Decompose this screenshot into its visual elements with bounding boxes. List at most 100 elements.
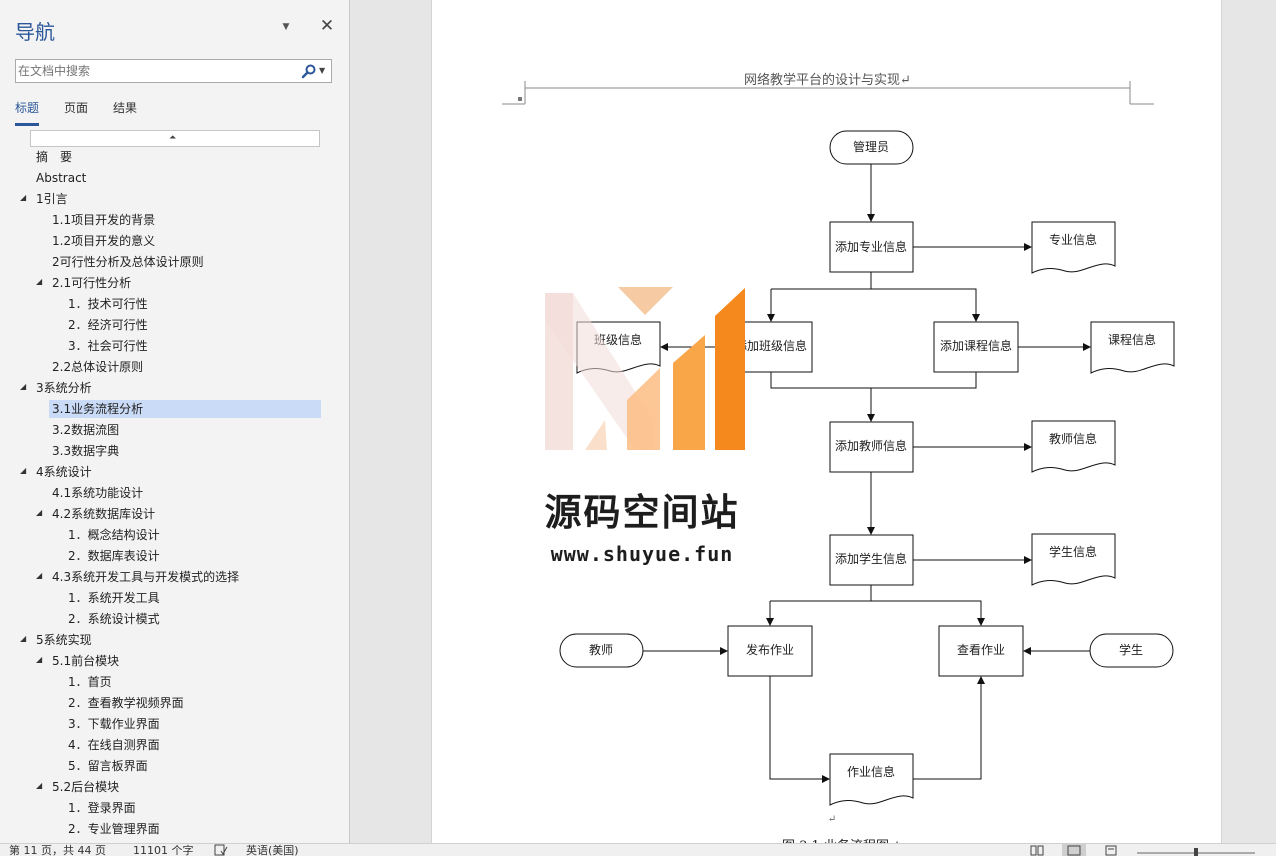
teacher-label: 教师 (589, 642, 613, 657)
figure-caption: 图 3.1 业务流程图↵ (782, 835, 900, 843)
tree-item[interactable]: 3.3数据字典 (0, 441, 349, 460)
student-label: 学生 (1119, 642, 1143, 657)
tree-item-label: 5.2后台模块 (52, 780, 120, 794)
tree-item[interactable]: Abstract (0, 168, 349, 187)
tree-item[interactable]: 2．系统设计模式 (0, 609, 349, 628)
tree-item[interactable]: 1．技术可行性 (0, 294, 349, 313)
tree-item-label: 1.2项目开发的意义 (52, 234, 156, 248)
tree-item-label: 1.1项目开发的背景 (52, 213, 156, 227)
tree-item[interactable]: ◢ 5.2后台模块 (0, 777, 349, 796)
search-icon[interactable] (301, 63, 317, 79)
tree-item[interactable]: 4．在线自测界面 (0, 735, 349, 754)
tree-item[interactable]: 2可行性分析及总体设计原则 (0, 252, 349, 271)
navigation-pane: 导航 ▼ ✕ ▼ 标题 页面 结果 ⏶ 摘 要Abstract◢1引言1.1项目… (0, 0, 350, 843)
tree-item[interactable]: 1．系统开发工具 (0, 588, 349, 607)
tree-item[interactable]: 2.2总体设计原则 (0, 357, 349, 376)
print-layout-icon[interactable] (1062, 844, 1086, 856)
add-student-label: 添加学生信息 (835, 551, 907, 566)
tree-item-label: 3.3数据字典 (52, 444, 120, 458)
paragraph-mark: ↵ (828, 814, 836, 825)
nav-close-icon[interactable]: ✕ (319, 16, 335, 36)
add-teacher-box (829, 421, 914, 473)
tree-item-label: 3．社会可行性 (68, 339, 148, 353)
add-teacher-label: 添加教师信息 (835, 438, 907, 453)
teacher-info-doc (1031, 420, 1116, 473)
tab-pages[interactable]: 页面 (64, 101, 89, 115)
tree-item[interactable]: ◢2.1可行性分析 (0, 273, 349, 292)
tree-item-label: 4.3系统开发工具与开发模式的选择 (52, 570, 240, 584)
watermark: 源码空间站 www.shuyue.fun (527, 280, 762, 580)
tree-item-label: 3．下载作业界面 (68, 717, 160, 731)
arrow-publish-to-hwinfo (769, 676, 830, 783)
vertical-scroll-area[interactable] (1223, 0, 1276, 843)
student-info-doc (1031, 533, 1116, 586)
expand-triangle-icon[interactable]: ◢ (36, 277, 43, 286)
tree-item[interactable]: 4.1系统功能设计 (0, 483, 349, 502)
tree-item-label: 2．专业管理界面 (68, 822, 160, 836)
expand-triangle-icon[interactable]: ◢ (36, 781, 43, 790)
expand-triangle-icon[interactable]: ◢ (20, 634, 27, 643)
tree-item[interactable]: ◢ 5系统实现 (0, 630, 349, 649)
collapse-up-icon: ⏶ (169, 133, 177, 143)
tree-item-label: 4.2系统数据库设计 (52, 507, 156, 521)
tree-item[interactable]: 5．留言板界面 (0, 756, 349, 775)
document-page[interactable]: 网络教学平台的设计与实现↵ (431, 0, 1222, 843)
header-rule (502, 81, 1154, 105)
student-info-label: 学生信息 (1049, 544, 1097, 559)
tree-item[interactable]: 3.2数据流图 (0, 420, 349, 439)
expand-triangle-icon[interactable]: ◢ (20, 382, 27, 391)
watermark-logo (545, 287, 745, 450)
tree-item-label: 3.1业务流程分析 (49, 400, 321, 418)
tree-item-label: 5系统实现 (36, 633, 92, 647)
tree-item[interactable]: 2．经济可行性 (0, 315, 349, 334)
tree-item[interactable]: 1．首页 (0, 672, 349, 691)
tree-item[interactable]: 2．专业管理界面 (0, 819, 349, 838)
language-indicator[interactable]: 英语(美国) (246, 844, 299, 856)
hw-info-doc (829, 753, 914, 806)
expand-triangle-icon[interactable]: ◢ (36, 655, 43, 664)
publish-hw-label: 发布作业 (746, 642, 794, 657)
tree-item-label: 1．首页 (68, 675, 112, 689)
tree-item[interactable]: ◢ 4.3系统开发工具与开发模式的选择 (0, 567, 349, 586)
search-box[interactable]: ▼ (15, 59, 332, 83)
hw-info-label: 作业信息 (847, 764, 895, 779)
word-count[interactable]: 11101 个字 (133, 844, 194, 856)
tree-item[interactable]: 3.1业务流程分析 (0, 399, 349, 418)
tree-item[interactable]: 2．数据库表设计 (0, 546, 349, 565)
expand-triangle-icon[interactable]: ◢ (20, 466, 27, 475)
tree-item[interactable]: 3．下载作业界面 (0, 714, 349, 733)
tree-item[interactable]: ◢3系统分析 (0, 378, 349, 397)
tree-item[interactable]: 摘 要 (0, 147, 349, 166)
search-input[interactable] (18, 61, 288, 81)
tree-item[interactable]: 1.2项目开发的意义 (0, 231, 349, 250)
watermark-url: www.shuyue.fun (550, 542, 734, 566)
zoom-slider[interactable] (1137, 844, 1255, 856)
search-options-dropdown-icon[interactable]: ▼ (319, 66, 326, 75)
tree-item-label: 1．系统开发工具 (68, 591, 160, 605)
tree-item-label: 1引言 (36, 192, 68, 206)
tree-item[interactable]: ◢ 4.2系统数据库设计 (0, 504, 349, 523)
tree-item-label: 2．经济可行性 (68, 318, 148, 332)
collapse-all-bar[interactable]: ⏶ (30, 130, 320, 147)
add-major-label: 添加专业信息 (835, 239, 907, 254)
tab-results[interactable]: 结果 (113, 101, 138, 115)
tree-item[interactable]: ◢ 1引言 (0, 189, 349, 208)
tree-item[interactable]: ◢4系统设计 (0, 462, 349, 481)
tree-item[interactable]: 2．查看教学视频界面 (0, 693, 349, 712)
nav-options-dropdown-icon[interactable]: ▼ (282, 22, 290, 32)
tab-headings[interactable]: 标题 (15, 100, 40, 126)
proofing-icon[interactable] (214, 844, 228, 856)
tree-item[interactable]: 1.1项目开发的背景 (0, 210, 349, 229)
tree-item-label: 5．留言板界面 (68, 759, 148, 773)
page-count[interactable]: 第 11 页，共 44 页 (9, 844, 106, 856)
expand-triangle-icon[interactable]: ◢ (36, 571, 43, 580)
read-mode-icon[interactable] (1030, 844, 1044, 856)
web-layout-icon[interactable] (1104, 844, 1118, 856)
tree-item[interactable]: ◢5.1前台模块 (0, 651, 349, 670)
expand-triangle-icon[interactable]: ◢ (20, 193, 27, 202)
tree-item-label: 2.2总体设计原则 (52, 360, 144, 374)
tree-item[interactable]: 3．社会可行性 (0, 336, 349, 355)
expand-triangle-icon[interactable]: ◢ (36, 508, 43, 517)
tree-item[interactable]: 1．概念结构设计 (0, 525, 349, 544)
tree-item[interactable]: 1．登录界面 (0, 798, 349, 817)
